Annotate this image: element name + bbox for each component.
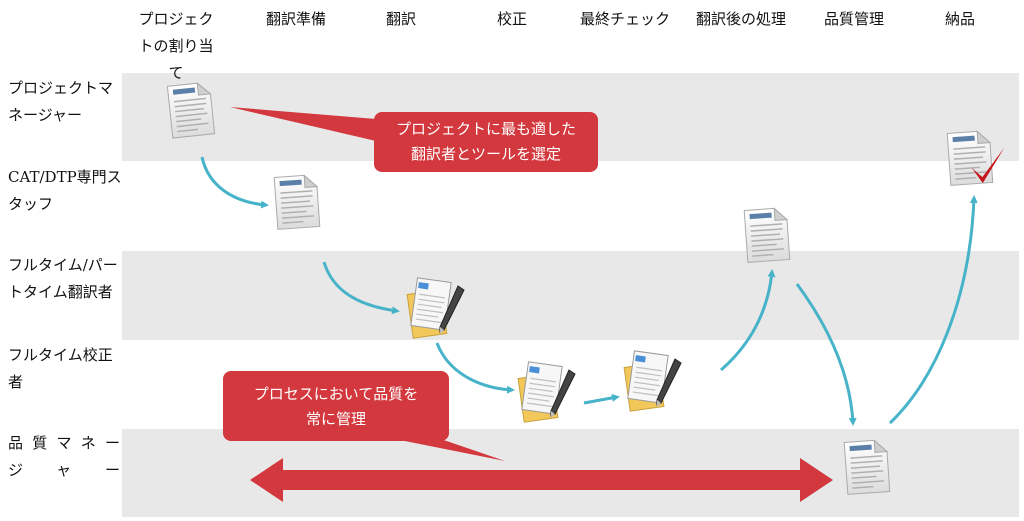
callout-text-qm: プロセスにおいて品質を 常に管理 [223,382,449,432]
role-label-quality-manager: 品 質 マ ネ ー ジャー [8,434,120,479]
flow-arrow-3 [435,342,515,394]
flow-arrow-4 [583,393,620,405]
role-label-translator: フルタイム/パートタイム翻訳者 [8,256,118,301]
column-header-prep: 翻訳準備 [266,10,327,28]
column-header-proofreading: 校正 [497,10,528,28]
callout-text-pm: プロジェクトに最も適した 翻訳者とツールを選定 [374,117,598,167]
edit-document-icon [406,277,465,339]
double-arrow-quality [250,458,833,502]
column-header-post-processing: 翻訳後の処理 [696,10,787,28]
lane-translator [122,251,1019,340]
flow-arrow-6 [795,283,857,426]
flow-arrow-5 [720,269,776,372]
column-header-delivery: 納品 [945,10,976,28]
callout-qm-line2: 常に管理 [305,410,366,428]
column-header-final-check: 最終チェック [580,10,671,28]
role-label-project-manager: プロジェクトマネージャー [8,79,114,124]
callout-pm-line1: プロジェクトに最も適した [395,120,576,138]
flow-arrow-1 [200,156,269,209]
checked-document-icon [946,129,1005,187]
document-icon [743,206,791,264]
callout-pm-line2: 翻訳者とツールを選定 [410,145,561,163]
edit-document-icon [623,350,682,412]
callout-qm-line1: プロセスにおいて品質を [253,385,419,403]
callout-box-qm [223,371,449,441]
callout-pointer-qm [380,436,505,461]
callout-pointer-pm [230,107,376,141]
role-label-cat-dtp: CAT/DTP専門スタッフ [8,168,122,213]
callout-box-pm [374,112,598,172]
role-label-proofreader: フルタイム校正者 [8,346,113,391]
column-header-translation: 翻訳 [386,10,417,28]
column-header-assignment: プロジェクトの割り当て [138,10,214,82]
document-icon [843,438,891,496]
edit-document-icon [517,361,576,423]
document-icon [273,173,321,231]
document-icon [166,81,216,139]
flow-arrow-2 [322,261,400,315]
flow-arrow-7 [888,195,978,425]
column-header-quality-control: 品質管理 [824,10,885,28]
